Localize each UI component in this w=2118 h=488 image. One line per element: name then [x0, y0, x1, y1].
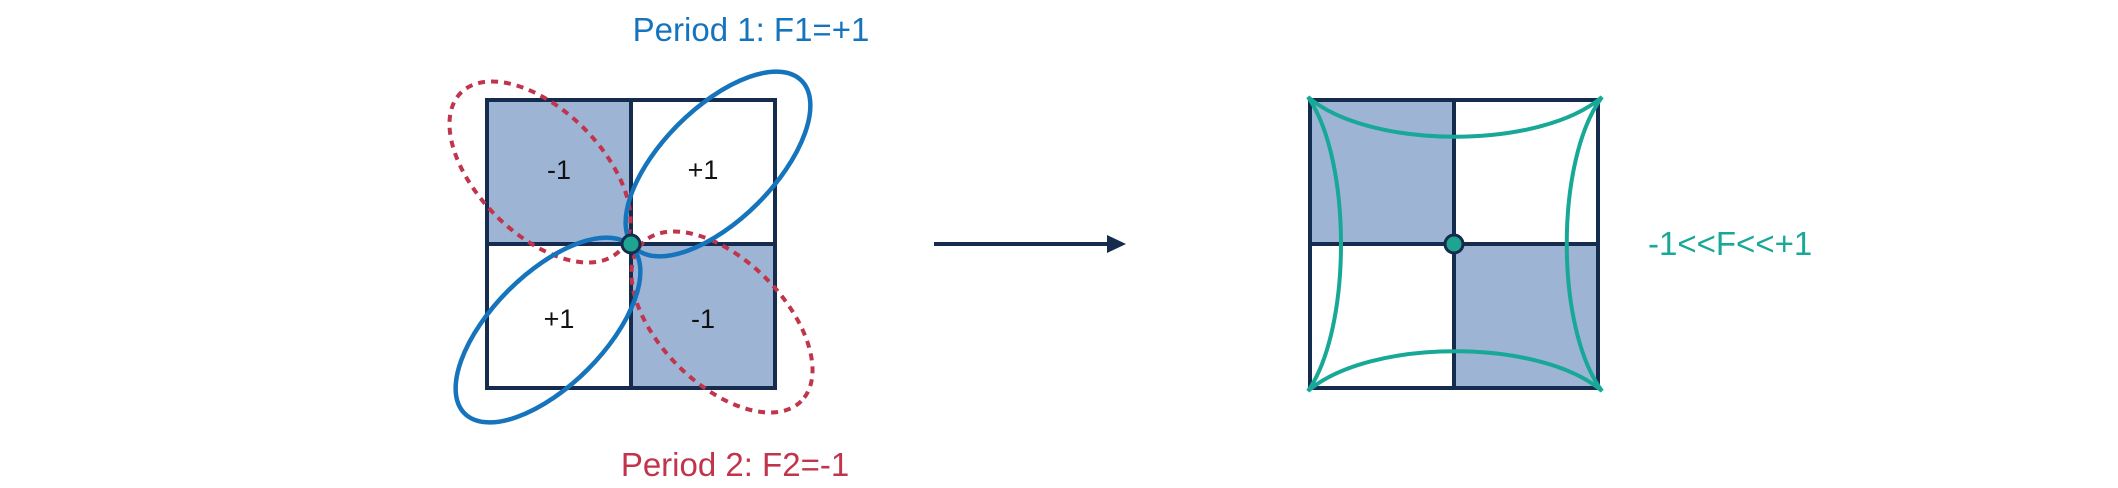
right-grid: [1306, 95, 1604, 393]
cell-label-bottom-right: -1: [691, 304, 715, 334]
cell-top-left-shaded: [487, 100, 631, 244]
cell-bottom-right-shaded: [631, 244, 775, 388]
left-center-dot: [620, 233, 642, 255]
transition-arrow: [934, 235, 1126, 253]
right-center-dot: [1443, 233, 1465, 255]
period1-label: Period 1: F1=+1: [633, 11, 870, 48]
combined-label: -1<<F<<+1: [1648, 225, 1812, 262]
period2-label: Period 2: F2=-1: [621, 446, 849, 483]
right-cell-top-left-shaded: [1310, 100, 1454, 244]
cell-label-top-left: -1: [547, 155, 571, 185]
left-grid: -1 +1 +1 -1: [447, 69, 815, 425]
cell-label-top-right: +1: [688, 155, 719, 185]
cell-label-bottom-left: +1: [544, 304, 575, 334]
right-cell-bottom-right-shaded: [1454, 244, 1598, 388]
combined-curve: [1306, 95, 1604, 393]
